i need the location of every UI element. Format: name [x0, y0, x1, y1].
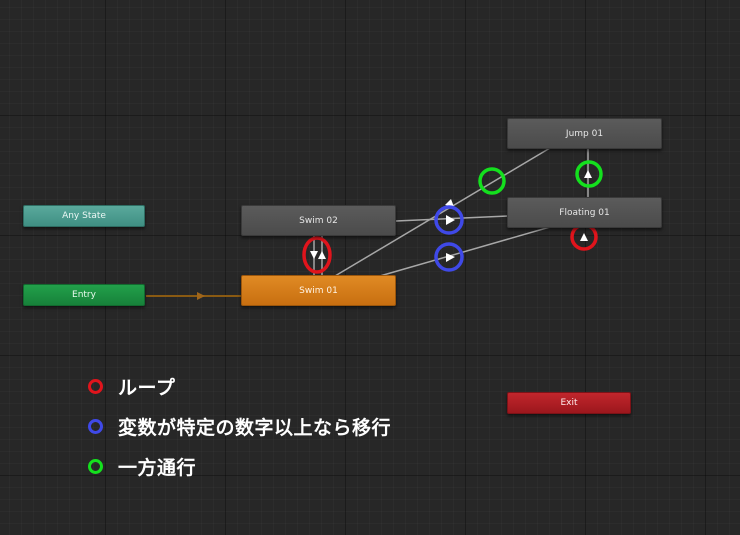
blue-circle-icon: [88, 418, 103, 434]
state-node-exit[interactable]: Exit: [507, 392, 631, 414]
state-node-floating-01[interactable]: Floating 01: [507, 197, 662, 228]
swim01-floating-arrow: [446, 253, 455, 262]
swim01-to-floating01-transition[interactable]: [379, 226, 551, 277]
legend-text-loop: ループ: [118, 376, 176, 399]
state-label-any-state: Any State: [62, 211, 106, 221]
threshold-marker-swim02-floating: [434, 205, 464, 235]
legend-item-loop: ループ: [84, 372, 391, 400]
swim-up-arrow: [318, 251, 326, 259]
state-node-any-state[interactable]: Any State: [23, 205, 145, 227]
state-label-jump-01: Jump 01: [565, 128, 604, 139]
swim02-floating-arrow: [446, 215, 455, 225]
legend-text-threshold: 変数が特定の数字以上なら移行: [118, 416, 392, 439]
legend-item-one-way: 一方通行: [84, 452, 391, 480]
annotation-legend: ループ 変数が特定の数字以上なら移行 一方通行: [84, 372, 391, 492]
one-way-marker-jump-swim: [478, 167, 506, 195]
floating-jump-arrow: [584, 170, 592, 178]
state-label-swim-02: Swim 02: [299, 215, 338, 226]
threshold-marker-swim01-floating: [434, 242, 464, 272]
state-node-swim-02[interactable]: Swim 02: [241, 205, 396, 236]
jump-swim-arrow: [445, 199, 454, 207]
state-node-entry[interactable]: Entry: [23, 284, 145, 306]
green-circle-icon: [88, 458, 103, 474]
legend-text-one-way: 一方通行: [118, 456, 197, 479]
state-label-swim-01: Swim 01: [299, 285, 338, 296]
state-node-swim-01[interactable]: Swim 01: [241, 275, 396, 306]
legend-item-threshold: 変数が特定の数字以上なら移行: [84, 412, 391, 440]
one-way-marker-floating-jump: [575, 160, 603, 188]
state-node-jump-01[interactable]: Jump 01: [507, 118, 662, 149]
jump01-to-swim01-transition[interactable]: [334, 147, 551, 277]
state-label-exit: Exit: [560, 398, 578, 408]
floating-loop-arrow: [580, 233, 588, 241]
red-circle-icon: [88, 378, 103, 394]
loop-marker-swim: [302, 236, 332, 274]
state-label-floating-01: Floating 01: [559, 207, 610, 218]
state-label-entry: Entry: [72, 290, 96, 300]
entry-transition-arrow: [197, 292, 205, 300]
swim-down-arrow: [310, 251, 318, 259]
